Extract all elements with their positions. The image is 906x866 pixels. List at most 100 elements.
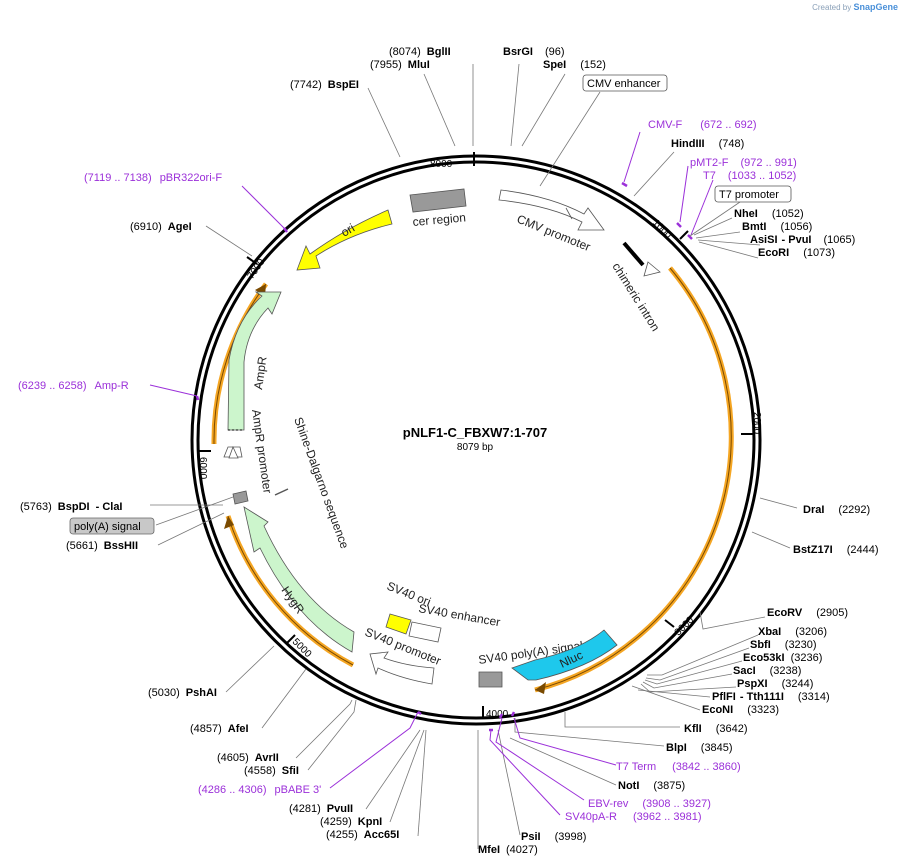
site-ecori: EcoRI(1073) [758, 247, 835, 259]
tick-marks [199, 152, 753, 718]
plasmid-name: pNLF1-C_FBXW7:1-707 [403, 425, 547, 440]
cmv-enhancer-leader [539, 91, 601, 187]
primer-leader-lines [149, 131, 714, 816]
site-kfli: KflI(3642) [684, 723, 748, 735]
plasmid-length: 8079 bp [457, 442, 494, 453]
site-pvuii: (4281)PvuII [289, 803, 353, 815]
site-spei: SpeI(152) [543, 59, 606, 71]
site-sbfi: SbfI(3230) [750, 639, 817, 651]
site-agei: (6910)AgeI [130, 221, 192, 233]
svg-text:poly(A) signal: poly(A) signal [74, 521, 141, 533]
site-kpni: (4259)KpnI [320, 816, 382, 828]
primer-pmt2-f: pMT2-F(972 .. 991) [690, 157, 797, 169]
ampr-label: AmpR [251, 355, 270, 390]
shine-dalgarno-feature[interactable] [274, 488, 289, 496]
site-psii: PsiI(3998) [521, 831, 586, 843]
primer-amp-r: (6239 .. 6258)Amp-R [18, 380, 129, 392]
cmv-enhancer-divider [565, 207, 573, 220]
snapgene-brand: Created by SnapGene [812, 2, 898, 12]
site-bstz17i: BstZ17I(2444) [793, 544, 879, 556]
site-xbai: XbaI(3206) [758, 626, 827, 638]
site-bsrgi: BsrGI(96) [503, 46, 565, 58]
tick-label-2000: 2000 [751, 412, 762, 435]
cer-region-label: cer region [412, 210, 466, 229]
orf-arc-ampr-core [213, 283, 267, 445]
site-bmti: BmtI(1056) [742, 221, 812, 233]
snapgene-logo-text: SnapGene [853, 2, 898, 12]
primer-labels: CMV-F(672 .. 692) pMT2-F(972 .. 991) T7(… [18, 119, 797, 823]
site-econi: EcoNI(3323) [702, 704, 779, 716]
site-mlui: (7955)MluI [370, 59, 430, 71]
site-pflfi-tth111i: PflFI- Tth111I(3314) [712, 691, 830, 703]
site-bspdi-clai: (5763)BspDI- ClaI [20, 501, 123, 513]
backbone-inner [196, 160, 756, 720]
site-blpi: BlpI(3845) [666, 742, 733, 754]
created-by-text: Created by [812, 3, 852, 12]
site-afei: (4857)AfeI [190, 723, 249, 735]
primer-pbr322ori-f: (7119 .. 7138)pBR322ori-F [84, 172, 222, 184]
polya-leader [155, 496, 234, 526]
orf-arc-nluc [534, 266, 734, 693]
primer-t7: T7(1033 .. 1052) [703, 170, 796, 182]
polya-signal-box: poly(A) signal [69, 517, 155, 535]
site-eco53ki: Eco53kI(3236) [743, 652, 822, 664]
primer-cmv-f: CMV-F(672 .. 692) [648, 119, 757, 131]
chimeric-intron-feature[interactable] [622, 241, 645, 267]
cmv-enhancer-box: CMV enhancer [582, 74, 668, 92]
sv40-promoter-feature[interactable] [369, 651, 435, 685]
primer-sv40pa-r: SV40pA-R(3962 .. 3981) [565, 811, 701, 823]
site-saci: SacI(3238) [733, 665, 801, 677]
site-leader-lines [150, 63, 798, 849]
orf-arc-nluc-core [534, 267, 732, 691]
chimeric-intron-arrow [643, 261, 661, 277]
ampr-promoter-label: AmpR promoter [249, 408, 275, 494]
ori-label: ori [339, 221, 358, 240]
site-noti: NotI(3875) [618, 780, 685, 792]
site-mfei: MfeI(4027) [478, 844, 538, 856]
primer-pbabe3: (4286 .. 4306)pBABE 3' [198, 784, 321, 796]
hygr-feature[interactable] [243, 506, 355, 653]
site-bspei: (7742)BspEI [290, 79, 359, 91]
svg-text:T7 promoter: T7 promoter [719, 189, 779, 201]
restriction-site-labels: (8074)BglII (7955)MluI (7742)BspEI BsrGI… [20, 46, 879, 856]
polya-signal-feature[interactable] [232, 490, 249, 505]
sv40-enhancer-feature[interactable] [408, 621, 442, 643]
site-asisi-pvui: AsiSI- PvuI(1065) [750, 234, 855, 246]
site-acc65i: (4255)Acc65I [326, 829, 399, 841]
shine-dalgarno-label: Shine-Dalgarno sequence [291, 415, 352, 550]
tick-label-6000: 6000 [197, 457, 208, 480]
cer-region-feature[interactable] [409, 188, 467, 213]
sv40-polya-feature[interactable] [478, 671, 503, 688]
ampr-feature[interactable] [227, 291, 282, 431]
t7-promoter-box: T7 promoter [714, 185, 792, 203]
primer-ebv-rev: EBV-rev(3908 .. 3927) [588, 798, 711, 810]
site-pspxi: PspXI(3244) [737, 678, 813, 690]
ampr-promoter-arrowhead [228, 445, 239, 459]
nluc-feature[interactable] [511, 629, 618, 681]
t7-promoter-leader [689, 201, 741, 237]
orf-arc-hygr-arrowhead [224, 516, 234, 529]
tick-label-1000: 1000 [650, 217, 674, 241]
sv40-enhancer-label: SV40 enhancer [417, 601, 501, 629]
orf-arc-hygr-core [227, 515, 354, 666]
site-ecorv: EcoRV(2905) [767, 607, 848, 619]
primer-marks [195, 181, 693, 732]
site-sfii: (4558)SfiI [244, 765, 299, 777]
site-drai: DraI(2292) [803, 504, 870, 516]
site-bsshii: (5661)BssHII [66, 540, 138, 552]
site-nhei: NheI(1052) [734, 208, 804, 220]
backbone-outer [190, 154, 762, 726]
orf-arc-nluc-arrowhead [535, 682, 546, 694]
primer-t7-term: T7 Term(3842 .. 3860) [616, 761, 741, 773]
sv40-ori-feature[interactable] [385, 613, 412, 635]
tick-label-8000: 8000 [430, 159, 453, 170]
site-pshai: (5030)PshAI [148, 687, 217, 699]
svg-text:CMV enhancer: CMV enhancer [587, 78, 661, 90]
cmv-promoter-feature[interactable] [498, 189, 605, 231]
tick-label-4000: 4000 [486, 709, 509, 720]
ori-feature[interactable] [296, 209, 393, 271]
site-avrii: (4605)AvrII [217, 752, 279, 764]
site-hindiii: HindIII(748) [671, 138, 744, 150]
site-bglii: (8074)BglII [389, 46, 451, 58]
